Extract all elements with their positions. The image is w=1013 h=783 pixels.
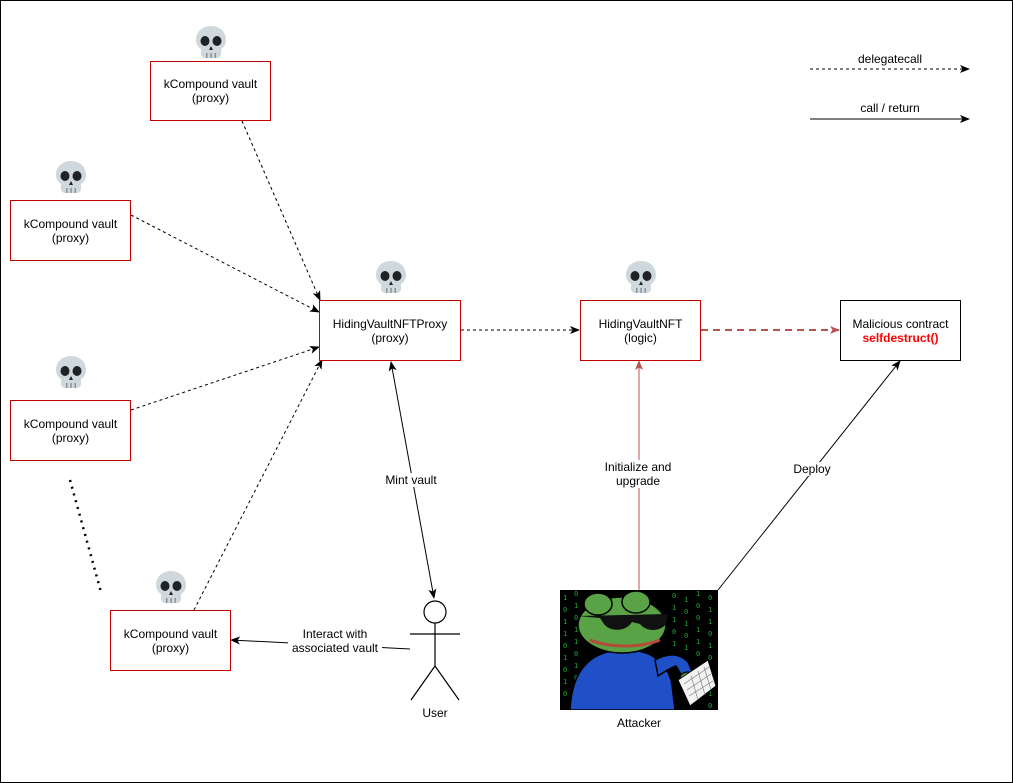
legend-call-return-label: call / return — [860, 101, 920, 115]
svg-text:0: 0 — [672, 628, 676, 636]
attacker-label: Attacker — [616, 716, 661, 730]
node-title: kCompound vault — [23, 216, 118, 231]
skull-icon — [196, 26, 226, 58]
node-title: kCompound vault — [123, 626, 218, 641]
svg-text:1: 1 — [708, 618, 712, 626]
kcompound-vault-node[interactable]: kCompound vault (proxy) — [10, 400, 131, 461]
kcompound-vault-node[interactable]: kCompound vault (proxy) — [150, 61, 271, 121]
svg-text:0: 0 — [563, 642, 567, 650]
interact-vault-label: Interact with associated vault — [288, 627, 382, 655]
svg-text:1: 1 — [563, 630, 567, 638]
selfdestruct-label: selfdestruct() — [862, 330, 939, 345]
user-label: User — [422, 706, 448, 720]
svg-text:0: 0 — [563, 690, 567, 698]
svg-text:1: 1 — [574, 638, 578, 646]
skull-icon — [56, 161, 86, 193]
edge-vault-top-to-proxy — [241, 120, 321, 301]
edge-vault-mid1-to-proxy — [130, 214, 320, 313]
svg-text:0: 0 — [708, 702, 712, 710]
kcompound-vault-node[interactable]: kCompound vault (proxy) — [110, 610, 231, 671]
svg-text:0: 0 — [574, 614, 578, 622]
svg-text:1: 1 — [563, 618, 567, 626]
initialize-upgrade-label: Initialize and upgrade — [598, 460, 678, 488]
svg-text:1: 1 — [696, 626, 700, 634]
svg-text:1: 1 — [708, 606, 712, 614]
svg-text:0: 0 — [708, 654, 712, 662]
svg-text:1: 1 — [672, 616, 676, 624]
svg-text:0: 0 — [708, 594, 712, 602]
svg-text:1: 1 — [574, 626, 578, 634]
skull-icon — [626, 261, 656, 293]
svg-text:0: 0 — [684, 608, 688, 616]
svg-text:1: 1 — [708, 690, 712, 698]
node-title: kCompound vault — [23, 416, 118, 431]
edge-vault-mid2-to-proxy — [130, 346, 320, 411]
label-line: associated vault — [291, 641, 379, 655]
label-line: upgrade — [615, 474, 661, 488]
svg-text:1: 1 — [684, 644, 688, 652]
node-subtitle: (logic) — [624, 330, 657, 345]
kcompound-vault-node[interactable]: kCompound vault (proxy) — [10, 200, 131, 261]
svg-text:1: 1 — [672, 640, 676, 648]
legend-delegatecall-label: delegatecall — [857, 52, 923, 66]
edge-vault-bottom-to-proxy — [193, 359, 323, 611]
svg-text:0: 0 — [696, 602, 700, 610]
svg-text:1: 1 — [696, 590, 700, 598]
node-title: HidingVaultNFTProxy — [332, 316, 448, 331]
svg-text:1: 1 — [672, 604, 676, 612]
svg-text:1: 1 — [574, 602, 578, 610]
label-line: Initialize and — [604, 460, 672, 474]
malicious-contract-node[interactable]: Malicious contract selfdestruct() — [840, 300, 961, 361]
svg-text:0: 0 — [574, 590, 578, 598]
more-vaults-ellipsis — [68, 479, 103, 593]
svg-text:1: 1 — [696, 638, 700, 646]
svg-text:0: 0 — [563, 666, 567, 674]
svg-text:0: 0 — [563, 606, 567, 614]
user-stick-figure-icon[interactable] — [405, 598, 465, 704]
node-title: kCompound vault — [163, 77, 258, 91]
node-subtitle: (proxy) — [151, 640, 190, 655]
hiding-vault-nft-logic-node[interactable]: HidingVaultNFT (logic) — [580, 300, 701, 361]
svg-text:1: 1 — [563, 654, 567, 662]
node-subtitle: (proxy) — [51, 230, 90, 245]
hiding-vault-nft-proxy-node[interactable]: HidingVaultNFTProxy (proxy) — [319, 300, 461, 361]
svg-text:0: 0 — [696, 650, 700, 658]
svg-text:1: 1 — [684, 596, 688, 604]
svg-text:1: 1 — [708, 642, 712, 650]
svg-text:1: 1 — [574, 662, 578, 670]
label-line: Interact with — [302, 627, 368, 641]
skull-icon — [56, 356, 86, 388]
svg-text:1: 1 — [684, 620, 688, 628]
svg-text:0: 0 — [696, 614, 700, 622]
mint-vault-label: Mint vault — [380, 473, 442, 487]
skull-icon — [156, 571, 186, 603]
svg-text:1: 1 — [563, 594, 567, 602]
node-subtitle: (proxy) — [371, 330, 409, 345]
skull-icon — [376, 261, 406, 293]
deploy-label: Deploy — [789, 462, 835, 476]
svg-text:0: 0 — [672, 592, 676, 600]
svg-text:1: 1 — [563, 678, 567, 686]
svg-text:0: 0 — [708, 630, 712, 638]
node-subtitle: (proxy) — [51, 430, 90, 445]
node-title: HidingVaultNFT — [598, 316, 683, 331]
svg-text:0: 0 — [574, 650, 578, 658]
svg-text:0: 0 — [684, 632, 688, 640]
node-subtitle: (proxy) — [191, 91, 230, 105]
node-title: Malicious contract — [852, 316, 949, 331]
